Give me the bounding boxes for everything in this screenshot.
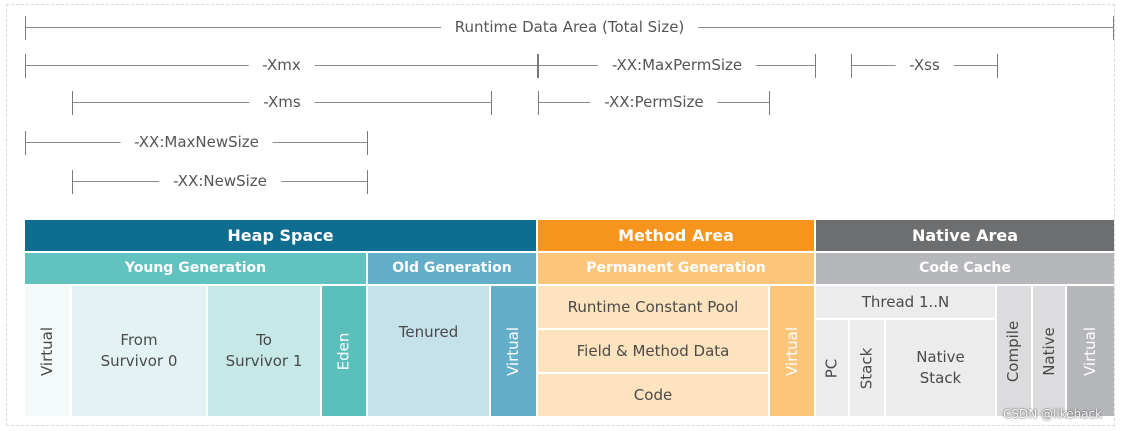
runtime-constant-pool-cell: Runtime Constant Pool bbox=[538, 286, 770, 330]
diagram-frame bbox=[6, 4, 1115, 426]
dim-new-size: -XX:NewSize bbox=[72, 166, 368, 198]
dim-label: -XX:MaxPermSize bbox=[597, 55, 757, 75]
to-survivor-1-cell: To Survivor 1 bbox=[208, 286, 322, 418]
pc-cell: PC bbox=[816, 320, 850, 418]
dim-xmx: -Xmx bbox=[25, 50, 538, 82]
from-survivor-0-cell: From Survivor 0 bbox=[72, 286, 208, 418]
native-cell: Native bbox=[1033, 286, 1067, 418]
dim-xms: -Xms bbox=[72, 87, 492, 119]
dim-label: -Xms bbox=[249, 92, 315, 112]
watermark-text: CSDN @likehack bbox=[1003, 407, 1103, 421]
dim-label: -Xss bbox=[895, 55, 954, 75]
heap-virtual-cell: Virtual bbox=[25, 286, 72, 418]
eden-cell: Eden bbox=[322, 286, 368, 418]
native-area-virtual-cell: Virtual bbox=[1067, 286, 1114, 418]
code-cell: Code bbox=[538, 374, 770, 418]
code-cache-header: Code Cache bbox=[816, 253, 1114, 286]
dim-label: -XX:MaxNewSize bbox=[120, 132, 273, 152]
dim-perm-size: -XX:PermSize bbox=[538, 87, 770, 119]
young-generation-header: Young Generation bbox=[25, 253, 368, 286]
method-area-header: Method Area bbox=[538, 220, 816, 253]
permanent-generation-header: Permanent Generation bbox=[538, 253, 816, 286]
stack-cell: Stack bbox=[850, 320, 886, 418]
dim-runtime-data-area: Runtime Data Area (Total Size) bbox=[25, 12, 1114, 44]
dim-label: -XX:NewSize bbox=[159, 171, 281, 191]
dim-label: Runtime Data Area (Total Size) bbox=[440, 17, 699, 37]
dim-label: -XX:PermSize bbox=[590, 92, 718, 112]
old-generation-header: Old Generation bbox=[368, 253, 538, 286]
memory-layout-grid: Heap Space Method Area Native Area Young… bbox=[25, 220, 1114, 418]
dim-max-new-size: -XX:MaxNewSize bbox=[25, 127, 368, 159]
dim-max-perm-size: -XX:MaxPermSize bbox=[538, 50, 816, 82]
dim-label: -Xmx bbox=[248, 55, 315, 75]
compile-cell: Compile bbox=[997, 286, 1033, 418]
thread-cell: Thread 1..N bbox=[816, 286, 997, 320]
field-method-data-cell: Field & Method Data bbox=[538, 330, 770, 374]
native-area-header: Native Area bbox=[816, 220, 1114, 253]
native-stack-cell: Native Stack bbox=[886, 320, 997, 418]
tenured-cell: Tenured bbox=[368, 286, 491, 418]
perm-gen-virtual-cell: Virtual bbox=[770, 286, 816, 418]
dim-xss: -Xss bbox=[851, 50, 998, 82]
heap-space-header: Heap Space bbox=[25, 220, 538, 253]
old-gen-virtual-cell: Virtual bbox=[491, 286, 538, 418]
